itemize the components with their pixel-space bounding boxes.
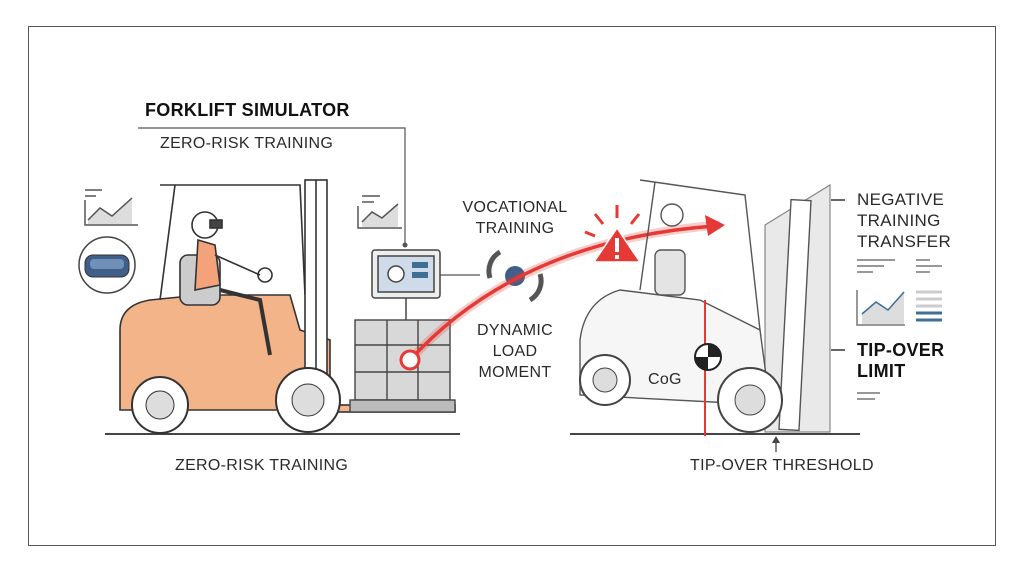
chart-icon-mid — [357, 195, 402, 229]
threshold-arrow-icon — [772, 436, 780, 443]
label-line: TRAINING — [857, 211, 941, 230]
diagram-frame — [28, 26, 996, 546]
label-line: NEGATIVE — [857, 190, 945, 209]
label-line: MOMENT — [478, 364, 552, 381]
negative-training-transfer-label: NEGATIVE TRAINING TRANSFER — [857, 189, 951, 252]
wheel-right-front — [717, 367, 783, 433]
chart-icon-right — [856, 259, 942, 400]
warning-icon — [584, 205, 642, 263]
load-point-icon — [399, 349, 421, 371]
label-line: LIMIT — [857, 361, 906, 381]
dynamic-load-moment-label: DYNAMIC LOAD MOMENT — [455, 320, 575, 383]
monitor-icon — [371, 249, 441, 320]
arrow-head-icon — [705, 215, 725, 236]
label-line: TRAINING — [475, 220, 555, 237]
tipover-limit-label: TIP-OVER LIMIT — [857, 340, 944, 382]
wheel-right-rear — [579, 354, 631, 406]
bottom-left-label: ZERO-RISK TRAINING — [175, 457, 349, 474]
subtitle: ZERO-RISK TRAINING — [160, 135, 334, 152]
wheel-left-rear — [131, 376, 189, 434]
label-line: DYNAMIC — [477, 322, 553, 339]
wheel-left-front — [275, 367, 341, 433]
vr-headset-icon — [78, 236, 136, 294]
load-moment-arc — [408, 224, 716, 362]
label-line: TIP-OVER — [857, 340, 945, 360]
vocational-training-label: VOCATIONAL TRAINING — [445, 197, 585, 239]
label-line: VOCATIONAL — [462, 199, 568, 216]
connector-line — [138, 127, 406, 245]
chart-icon-left — [84, 189, 138, 226]
cog-label: CoG — [648, 371, 682, 388]
tipover-threshold-label: TIP-OVER THRESHOLD — [690, 457, 874, 474]
cog-marker-icon — [694, 343, 722, 371]
title: FORKLIFT SIMULATOR — [145, 100, 350, 120]
label-line: TRANSFER — [857, 232, 952, 251]
label-line: LOAD — [492, 343, 538, 360]
